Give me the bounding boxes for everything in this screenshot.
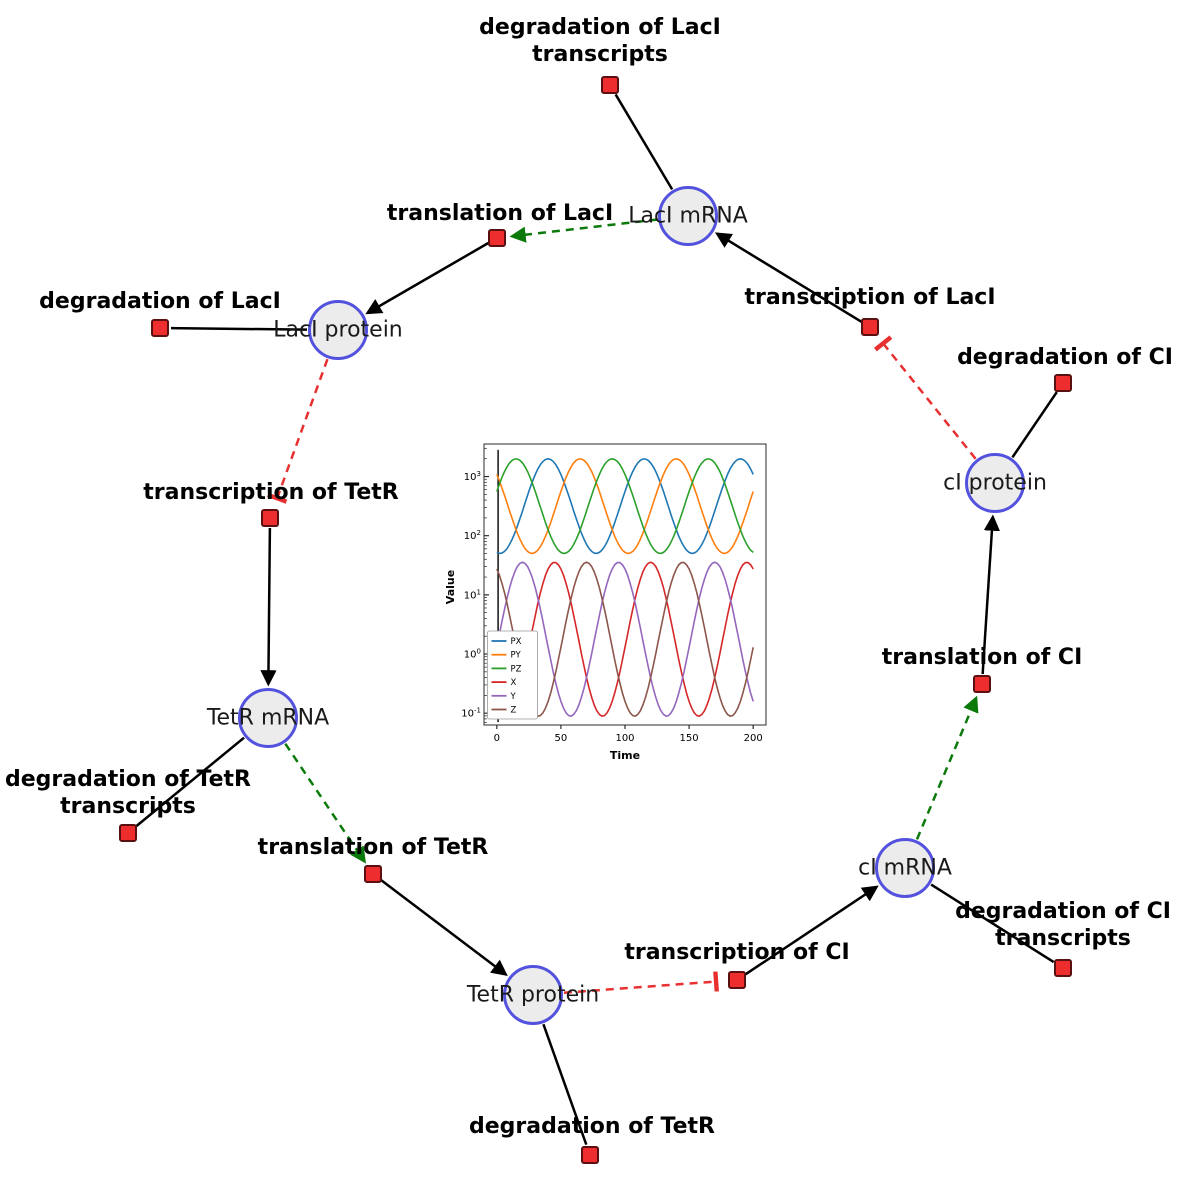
- edge-consumption-ci_protein-to-deg_ci: [1011, 391, 1058, 459]
- reaction-node-trl_ci[interactable]: [973, 675, 991, 693]
- reaction-label-deg_ci: degradation of CI: [957, 345, 1173, 370]
- reaction-node-deg_ci[interactable]: [1054, 374, 1072, 392]
- species-label-tetr_mrna: TetR mRNA: [206, 705, 330, 731]
- legend-label-Z: Z: [511, 706, 517, 716]
- edge-consumption-tetr_mrna-to-deg_tetr_tx: [135, 736, 245, 827]
- reaction-label-trl_tetr: translation of TetR: [257, 835, 489, 860]
- x-tick-label: 150: [680, 733, 699, 744]
- edge-inhibition-laci_protein-to-txn_tetr: [266, 358, 329, 504]
- reaction-node-trl_laci[interactable]: [488, 229, 506, 247]
- reaction-node-deg_tetr_tx[interactable]: [119, 824, 137, 842]
- reaction-label-txn_laci: transcription of LacI: [744, 285, 996, 310]
- edge-modifier-ci_mrna-to-trl_ci: [915, 695, 979, 840]
- edge-consumption-laci_mrna-to-deg_laci_tx: [614, 93, 674, 191]
- edge-consumption-tetr_protein-to-deg_tetr: [542, 1023, 588, 1146]
- species-label-laci_mrna: LacI mRNA: [628, 203, 748, 229]
- species-node-tetr_protein[interactable]: [503, 965, 563, 1025]
- series-line-Y: [496, 561, 754, 717]
- legend-label-X: X: [511, 678, 517, 688]
- edge-modifier-laci_mrna-to-trl_laci: [509, 218, 658, 243]
- x-tick-label: 200: [744, 733, 763, 744]
- species-node-ci_protein[interactable]: [965, 453, 1025, 513]
- edge-inhibition-ci_protein-to-txn_laci: [873, 335, 977, 460]
- y-axis-label: Value: [445, 570, 457, 604]
- reaction-label-deg_laci: degradation of LacI: [39, 289, 281, 314]
- reaction-node-deg_tetr[interactable]: [581, 1146, 599, 1164]
- reaction-label-trl_laci: translation of LacI: [386, 201, 614, 226]
- x-tick-label: 50: [555, 733, 568, 744]
- reaction-node-txn_tetr[interactable]: [261, 509, 279, 527]
- legend: PX PY PZ XYZ: [487, 630, 538, 720]
- edge-production-trl_tetr-to-tetr_protein: [380, 879, 508, 976]
- edge-production-txn_tetr-to-tetr_mrna: [260, 527, 277, 687]
- edge-production-txn_ci-to-ci_mrna: [744, 885, 879, 976]
- species-node-laci_protein[interactable]: [308, 300, 368, 360]
- legend-label-PY: PY: [511, 651, 522, 661]
- species-node-ci_mrna[interactable]: [875, 838, 935, 898]
- legend-label-PZ: PZ: [511, 664, 522, 674]
- legend-label-Y: Y: [510, 692, 517, 702]
- y-tick-label: 100: [464, 648, 481, 661]
- edge-modifier-tetr_mrna-to-trl_tetr: [284, 743, 366, 864]
- simulation-plot: 10-1 100 101 102 103 0 50 100 150 200 PX PY PZ XYZ Ti…: [445, 443, 767, 762]
- series-line-Z: [496, 561, 754, 717]
- reaction-label-deg_tetr: degradation of TetR: [468, 1114, 716, 1139]
- species-label-ci_protein: cI protein: [943, 470, 1047, 496]
- species-node-laci_mrna[interactable]: [658, 186, 718, 246]
- y-tick-label: 10-1: [461, 707, 481, 720]
- edge-production-trl_laci-to-laci_protein: [365, 241, 489, 315]
- series-line-X: [496, 561, 754, 717]
- species-label-tetr_protein: TetR protein: [466, 982, 600, 1008]
- edge-inhibition-tetr_protein-to-txn_ci: [563, 971, 719, 994]
- y-tick-label: 101: [464, 588, 481, 601]
- y-tick-label: 103: [464, 470, 481, 483]
- edge-production-txn_laci-to-laci_mrna: [714, 232, 863, 323]
- species-label-laci_protein: LacI protein: [273, 317, 403, 343]
- series-line-PY: [496, 457, 754, 555]
- reaction-node-trl_tetr[interactable]: [364, 865, 382, 883]
- edge-consumption-laci_protein-to-deg_laci: [170, 326, 308, 331]
- series-line-PZ: [496, 457, 754, 555]
- reaction-label-trl_ci: translation of CI: [881, 645, 1083, 670]
- species-node-tetr_mrna[interactable]: [238, 688, 298, 748]
- reaction-node-deg_laci[interactable]: [151, 319, 169, 337]
- reaction-node-txn_ci[interactable]: [728, 971, 746, 989]
- x-tick-label: 100: [615, 733, 634, 744]
- edge-consumption-ci_mrna-to-deg_ci_tx: [930, 883, 1055, 964]
- series-line-PX: [496, 457, 754, 555]
- x-axis-label: Time: [610, 749, 640, 762]
- legend-label-PX: PX: [511, 637, 522, 647]
- reaction-node-deg_ci_tx[interactable]: [1054, 959, 1072, 977]
- reaction-label-txn_ci: transcription of CI: [624, 940, 850, 965]
- reaction-label-txn_tetr: transcription of TetR: [143, 480, 399, 505]
- reaction-node-deg_laci_tx[interactable]: [601, 76, 619, 94]
- edge-production-trl_ci-to-ci_protein: [981, 514, 1001, 675]
- x-tick-label: 0: [494, 733, 500, 744]
- species-label-ci_mrna: cI mRNA: [858, 855, 952, 881]
- reaction-node-txn_laci[interactable]: [861, 318, 879, 336]
- y-tick-label: 102: [464, 529, 481, 542]
